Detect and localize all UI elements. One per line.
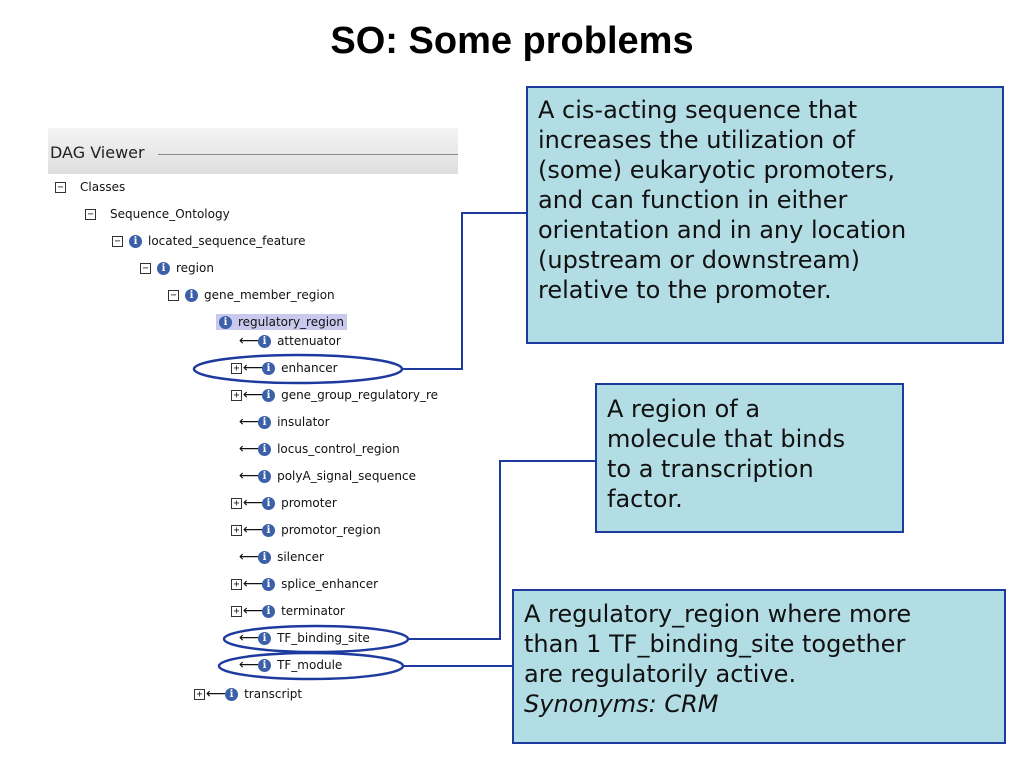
tree-node-silencer[interactable]: ⟵ i silencer <box>239 549 324 565</box>
tree-node-sequence-ontology[interactable]: − Sequence_Ontology <box>85 204 230 224</box>
collapse-icon[interactable]: − <box>55 181 66 193</box>
is-a-arrow-icon: ⟵ <box>243 522 263 538</box>
expand-icon[interactable]: + <box>231 389 242 401</box>
tf-binding-site-highlight-ellipse <box>222 624 410 654</box>
enhancer-definition-callout: A cis-acting sequence that increases the… <box>526 86 1004 344</box>
expand-icon[interactable]: + <box>231 524 242 536</box>
tf-binding-site-definition-callout: A region of a molecule that binds to a t… <box>595 383 904 533</box>
info-icon[interactable]: i <box>258 415 272 429</box>
enhancer-connector-line <box>402 212 527 370</box>
expand-icon[interactable]: + <box>231 578 242 590</box>
info-icon[interactable]: i <box>262 577 276 591</box>
collapse-icon[interactable]: − <box>140 262 151 274</box>
tree-node-regulatory-region[interactable]: i regulatory_region <box>216 312 347 332</box>
tf-module-definition-callout: A regulatory_region where more than 1 TF… <box>512 589 1006 744</box>
tree-node-classes[interactable]: − Classes <box>55 177 125 197</box>
collapse-icon[interactable]: − <box>85 208 96 220</box>
tree-node-polya-signal-sequence[interactable]: ⟵ i polyA_signal_sequence <box>239 468 417 484</box>
tree-node-gene-member-region[interactable]: − i gene_member_region <box>168 285 335 305</box>
tf-module-synonyms: Synonyms: CRM <box>524 690 719 718</box>
collapse-icon[interactable]: − <box>112 235 123 247</box>
tree-node-enhancer[interactable]: + ⟵ i enhancer <box>231 358 338 378</box>
expand-icon[interactable]: + <box>231 497 242 509</box>
tree-node-promotor-region[interactable]: + ⟵ i promotor_region <box>231 520 381 540</box>
is-a-arrow-icon: ⟵ <box>239 630 259 646</box>
tree-node-promoter[interactable]: + ⟵ i promoter <box>231 493 337 513</box>
info-icon[interactable]: i <box>262 388 276 402</box>
tree-node-insulator[interactable]: ⟵ i insulator <box>239 414 330 430</box>
is-a-arrow-icon: ⟵ <box>239 441 259 457</box>
is-a-arrow-icon: ⟵ <box>243 495 263 511</box>
is-a-arrow-icon: ⟵ <box>239 549 259 565</box>
info-icon[interactable]: i <box>129 234 142 248</box>
info-icon[interactable]: i <box>262 496 276 510</box>
tree-node-located-sequence-feature[interactable]: − i located_sequence_feature <box>112 231 305 251</box>
expand-icon[interactable]: + <box>231 362 242 374</box>
tree-node-locus-control-region[interactable]: ⟵ i locus_control_region <box>239 441 400 457</box>
info-icon[interactable]: i <box>157 261 170 275</box>
tf-binding-site-connector-line <box>408 460 596 640</box>
is-a-arrow-icon: ⟵ <box>239 468 259 484</box>
tree-node-tf-module[interactable]: ⟵ i TF_module <box>239 657 343 673</box>
slide-title: SO: Some problems <box>330 20 694 62</box>
info-icon[interactable]: i <box>258 550 272 564</box>
tree-node-region[interactable]: − i region <box>140 258 214 278</box>
expand-icon[interactable]: + <box>231 605 242 617</box>
collapse-icon[interactable]: − <box>168 289 179 301</box>
enhancer-definition-text: A cis-acting sequence that increases the… <box>538 96 907 304</box>
is-a-arrow-icon: ⟵ <box>243 603 263 619</box>
info-icon[interactable]: i <box>258 334 272 348</box>
info-icon[interactable]: i <box>258 658 272 672</box>
tf-module-highlight-ellipse <box>217 651 405 681</box>
is-a-arrow-icon: ⟵ <box>206 686 226 702</box>
tree-node-transcript[interactable]: + ⟵ i transcript <box>194 684 302 704</box>
info-icon[interactable]: i <box>258 469 272 483</box>
is-a-arrow-icon: ⟵ <box>239 657 259 673</box>
dag-viewer-header <box>48 128 458 174</box>
tree-node-attenuator[interactable]: ⟵ i attenuator <box>239 333 341 349</box>
info-icon[interactable]: i <box>219 315 232 329</box>
dag-viewer-rule <box>158 154 458 155</box>
info-icon[interactable]: i <box>262 604 276 618</box>
tree-node-splice-enhancer[interactable]: + ⟵ i splice_enhancer <box>231 574 378 594</box>
info-icon[interactable]: i <box>225 687 239 701</box>
is-a-arrow-icon: ⟵ <box>243 387 263 403</box>
expand-icon[interactable]: + <box>194 688 205 700</box>
dag-viewer-title: DAG Viewer <box>50 143 145 162</box>
info-icon[interactable]: i <box>262 361 276 375</box>
is-a-arrow-icon: ⟵ <box>239 333 259 349</box>
tree-node-terminator[interactable]: + ⟵ i terminator <box>231 601 345 621</box>
info-icon[interactable]: i <box>258 631 272 645</box>
is-a-arrow-icon: ⟵ <box>243 360 263 376</box>
tf-module-definition-text: A regulatory_region where more than 1 TF… <box>524 600 912 688</box>
tree-node-tf-binding-site[interactable]: ⟵ i TF_binding_site <box>239 630 370 646</box>
selected-node-highlight: i regulatory_region <box>216 314 347 330</box>
info-icon[interactable]: i <box>258 442 272 456</box>
tf-binding-site-definition-text: A region of a molecule that binds to a t… <box>607 395 846 513</box>
info-icon[interactable]: i <box>185 288 198 302</box>
tree-node-gene-group-regulatory-region[interactable]: + ⟵ i gene_group_regulatory_re <box>231 385 438 405</box>
enhancer-highlight-ellipse <box>192 353 404 385</box>
is-a-arrow-icon: ⟵ <box>243 576 263 592</box>
is-a-arrow-icon: ⟵ <box>239 414 259 430</box>
info-icon[interactable]: i <box>262 523 276 537</box>
